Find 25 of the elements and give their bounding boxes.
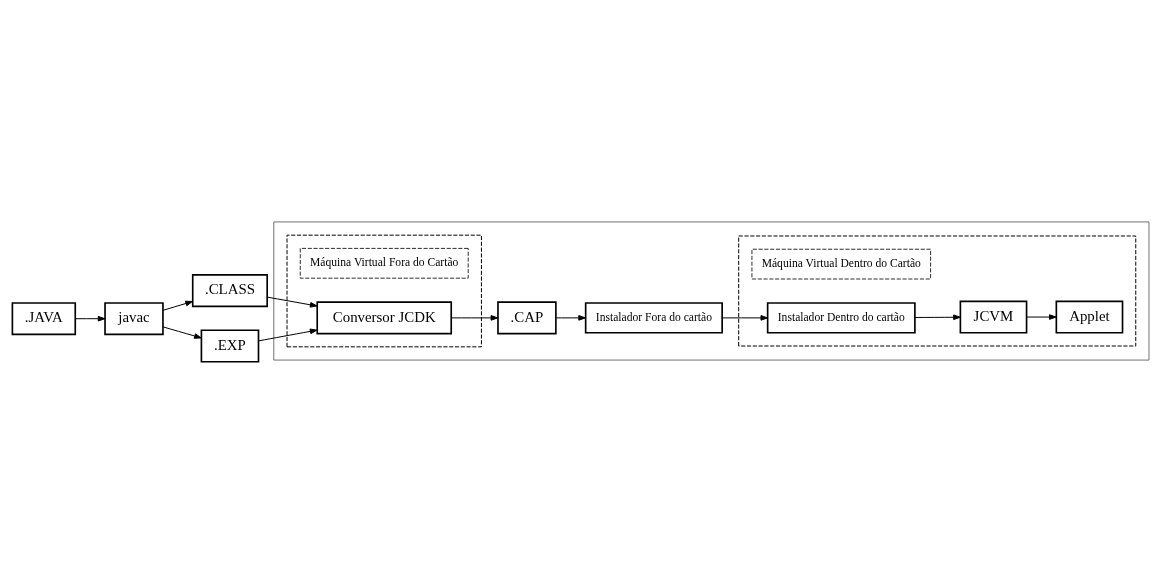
arrow bbox=[266, 296, 318, 308]
node-box: Máquina Virtual Fora do Cartão bbox=[299, 248, 469, 279]
arrow bbox=[450, 315, 499, 321]
arrow bbox=[258, 328, 318, 342]
node-box: javac bbox=[104, 302, 164, 336]
node-box: .CAP bbox=[497, 301, 557, 335]
node-box: JCVM bbox=[959, 300, 1028, 334]
arrow bbox=[914, 314, 961, 321]
arrow bbox=[74, 315, 106, 322]
arrow bbox=[1026, 314, 1057, 320]
node-box: Conversor JCDK bbox=[316, 301, 453, 335]
node-box: Instalador Fora do cartão bbox=[584, 302, 723, 334]
cluster bbox=[273, 221, 1150, 361]
arrow bbox=[162, 300, 193, 311]
cluster bbox=[738, 235, 1137, 347]
node-box: .CLASS bbox=[191, 274, 268, 308]
arrow bbox=[162, 326, 202, 339]
node-box: .EXP bbox=[200, 329, 260, 363]
node-box: Máquina Virtual Dentro do Cartão bbox=[751, 248, 932, 280]
node-box: Applet bbox=[1055, 300, 1124, 334]
arrow bbox=[721, 315, 769, 321]
node-box: Instalador Dentro do cartão bbox=[766, 302, 916, 334]
arrow bbox=[555, 315, 586, 321]
cluster bbox=[286, 234, 482, 348]
node-box: .JAVA bbox=[11, 302, 77, 336]
